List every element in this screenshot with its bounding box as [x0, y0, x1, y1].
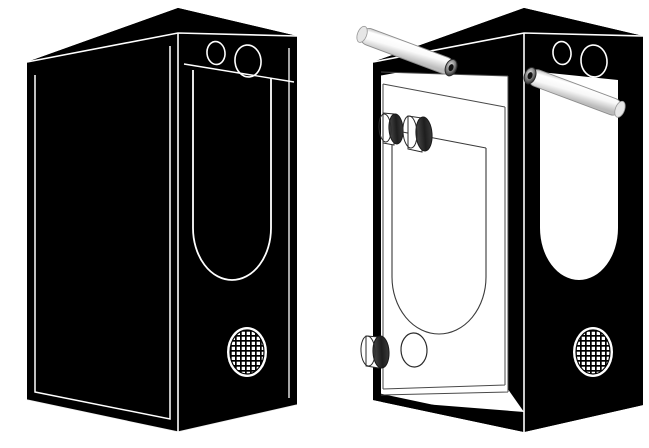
closed-tent-front-frame [34, 46, 171, 420]
open-tent-door-opening[interactable] [540, 72, 618, 280]
open-tent-bottom-rail [373, 392, 524, 432]
closed-tent-bottom-seam [26, 399, 298, 433]
open-tent-front-opening [378, 72, 508, 396]
open-tent-duct-port-upper-left[interactable] [378, 112, 404, 146]
light-bar-left[interactable] [355, 25, 459, 78]
open-tent-duct-port-lower-right[interactable] [400, 332, 428, 368]
open-tent-mesh-vent[interactable] [573, 327, 613, 377]
open-tent-rear-window-panel[interactable] [391, 130, 487, 335]
open-tent-left-rail [373, 62, 381, 400]
closed-tent-mesh-vent[interactable] [227, 327, 267, 377]
light-bar-right[interactable] [522, 66, 627, 119]
closed-tent-upper-vent-large-icon[interactable] [233, 44, 262, 79]
closed-tent-upper-vent-small-icon[interactable] [206, 40, 226, 66]
open-tent-upper-vent-small-icon[interactable] [552, 40, 572, 66]
open-tent-upper-vent-large-icon[interactable] [579, 44, 608, 79]
open-tent-duct-port-lower-left[interactable] [360, 335, 390, 369]
open-tent-duct-port-upper-right[interactable] [402, 115, 433, 153]
tent-closed[interactable] [26, 8, 298, 433]
closed-tent-body [27, 8, 297, 432]
open-tent-top-inner-band [373, 33, 524, 76]
closed-tent-door-outline[interactable] [192, 70, 272, 281]
tent-open[interactable] [355, 8, 644, 432]
